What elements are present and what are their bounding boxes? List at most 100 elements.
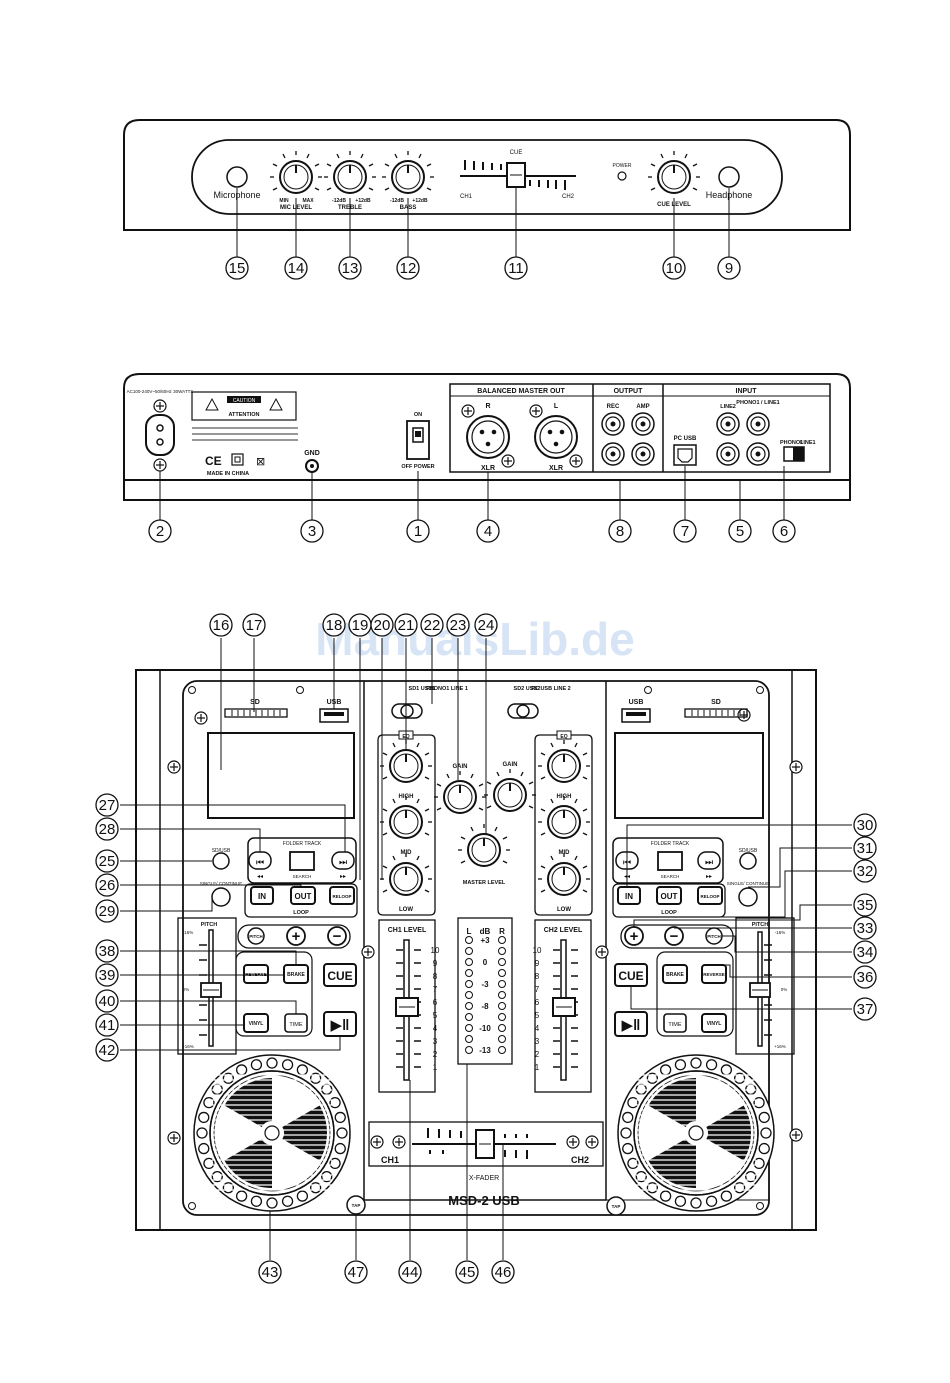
rec-l-jack[interactable] xyxy=(601,412,625,436)
ch2-mid-knob[interactable] xyxy=(537,795,591,839)
level-scale-tick: 1 xyxy=(433,1063,438,1072)
right-eq-label: EQ xyxy=(560,734,567,740)
ch2-gain-knob[interactable] xyxy=(483,768,537,812)
right-sd-slot[interactable] xyxy=(684,708,748,718)
crossfader[interactable] xyxy=(412,1128,556,1159)
left-pitch-button[interactable]: PITCH xyxy=(247,927,265,945)
line2-label: LINE2 xyxy=(720,404,736,410)
front-panel: Microphone Headphone MIN MAX MIC LEVEL -… xyxy=(123,119,851,231)
xlr-left-connector[interactable] xyxy=(534,415,578,459)
right-vinyl-button[interactable]: VINYL xyxy=(701,1013,727,1033)
right-pitch-button-label: PITCH xyxy=(707,934,721,939)
left-tap-button[interactable]: TAP xyxy=(346,1195,366,1215)
left-folder-track-button[interactable] xyxy=(289,851,315,871)
vu-led-left xyxy=(465,1002,473,1010)
ch2-low-knob[interactable] xyxy=(537,852,591,896)
right-next-button[interactable]: ⏭ xyxy=(697,851,721,870)
right-reverse-button[interactable]: REVERSE xyxy=(701,964,727,984)
right-time-button[interactable]: TIME xyxy=(663,1013,687,1033)
left-play-pause-button[interactable]: ▶‖ xyxy=(323,1011,357,1037)
left-pitch-slider[interactable] xyxy=(199,929,222,1047)
phono1-l-jack[interactable] xyxy=(746,412,770,436)
phono-line-switch[interactable] xyxy=(783,446,805,462)
left-pitch-plus-button[interactable]: + xyxy=(286,926,306,946)
vu-db-value: 0 xyxy=(483,958,488,967)
right-pitch-plus-button[interactable]: + xyxy=(624,926,644,946)
power-led xyxy=(617,171,627,181)
ch2-high-knob[interactable] xyxy=(537,739,591,783)
right-loop-out-button[interactable]: OUT xyxy=(656,886,682,905)
left-sd-slot[interactable] xyxy=(224,708,288,718)
level-scale-tick: 1 xyxy=(535,1063,540,1072)
left-prev-button[interactable]: ⏮ xyxy=(248,851,272,870)
treble-plus-label: +12dB xyxy=(355,198,371,204)
ch2-gain-label: GAIN xyxy=(503,762,518,768)
right-reloop-button[interactable]: RELOOP xyxy=(697,886,723,905)
mic-level-knob[interactable] xyxy=(269,150,323,194)
left-reloop-button[interactable]: RELOOP xyxy=(329,886,355,905)
right-folder-track-button[interactable] xyxy=(657,851,683,871)
headphone-jack[interactable] xyxy=(718,166,740,188)
left-single-continue-button[interactable] xyxy=(211,887,231,907)
right-jog-wheel[interactable] xyxy=(617,1054,775,1212)
left-sd-usb-button[interactable] xyxy=(212,852,230,870)
microphone-jack[interactable] xyxy=(226,166,248,188)
right-pitch-label: PITCH xyxy=(752,922,769,928)
ch1-mid-knob[interactable] xyxy=(379,795,433,839)
rec-r-jack[interactable] xyxy=(601,442,625,466)
vu-led-left xyxy=(465,991,473,999)
left-usb-port[interactable] xyxy=(319,708,349,723)
level-scale-tick: 2 xyxy=(433,1050,438,1059)
pc-usb-port[interactable] xyxy=(673,444,697,466)
vu-led-left xyxy=(465,1013,473,1021)
bass-knob[interactable] xyxy=(381,150,435,194)
level-scale-tick: 8 xyxy=(535,972,540,981)
line2-r-jack[interactable] xyxy=(716,442,740,466)
left-brake-button[interactable]: BRAKE xyxy=(283,964,309,984)
amp-r-jack[interactable] xyxy=(631,442,655,466)
right-brake-button[interactable]: BRAKE xyxy=(662,964,688,984)
phono1-r-jack[interactable] xyxy=(746,442,770,466)
line2-l-jack[interactable] xyxy=(716,412,740,436)
right-loop-in-button[interactable]: IN xyxy=(617,886,641,905)
left-reverse-button[interactable]: REVERSE xyxy=(243,964,269,984)
right-pitch-minus-button[interactable]: − xyxy=(664,926,684,946)
ch2-fader[interactable] xyxy=(552,939,578,1081)
vu-led-left xyxy=(465,1035,473,1043)
left-time-button[interactable]: TIME xyxy=(284,1013,308,1033)
left-source-switch[interactable] xyxy=(391,703,423,719)
xlr-right-connector[interactable] xyxy=(466,415,510,459)
callout-11: 11 xyxy=(504,256,528,280)
cue-level-knob[interactable] xyxy=(647,150,701,194)
right-single-continue-button[interactable] xyxy=(738,887,758,907)
off-power-label: OFF POWER xyxy=(401,464,434,470)
left-cue-button[interactable]: CUE xyxy=(323,963,357,987)
ch1-low-knob[interactable] xyxy=(379,852,433,896)
right-play-pause-button[interactable]: ▶‖ xyxy=(614,1011,648,1037)
master-level-knob[interactable] xyxy=(457,823,511,867)
svg-text:9: 9 xyxy=(725,260,733,277)
right-cue-button[interactable]: CUE xyxy=(614,963,648,987)
left-pitch-minus-button[interactable]: − xyxy=(327,926,347,946)
left-loop-out-button[interactable]: OUT xyxy=(290,886,316,905)
right-pitch-slider[interactable] xyxy=(749,931,772,1047)
treble-knob[interactable] xyxy=(323,150,377,194)
ch1-fader[interactable] xyxy=(395,939,421,1081)
left-vinyl-button[interactable]: VINYL xyxy=(243,1013,269,1033)
power-switch[interactable] xyxy=(406,420,430,460)
right-source-switch[interactable] xyxy=(507,703,539,719)
left-jog-wheel[interactable] xyxy=(193,1054,351,1212)
vu-led-right xyxy=(498,1046,506,1054)
left-loop-in-button[interactable]: IN xyxy=(250,886,274,905)
level-scale-tick: 9 xyxy=(433,959,438,968)
prev-icon: ⏮ xyxy=(256,857,264,867)
right-sd-usb-button[interactable] xyxy=(739,852,757,870)
amp-l-jack[interactable] xyxy=(631,412,655,436)
ch1-gain-knob[interactable] xyxy=(433,770,487,814)
left-next-button[interactable]: ⏭ xyxy=(331,851,355,870)
right-pitch-button[interactable]: PITCH xyxy=(705,927,723,945)
right-usb-port[interactable] xyxy=(621,708,651,723)
power-inlet[interactable] xyxy=(145,414,175,456)
right-tap-button[interactable]: TAP xyxy=(606,1196,626,1216)
cue-crossfader[interactable]: CUE CH1 CH2 xyxy=(460,150,576,200)
